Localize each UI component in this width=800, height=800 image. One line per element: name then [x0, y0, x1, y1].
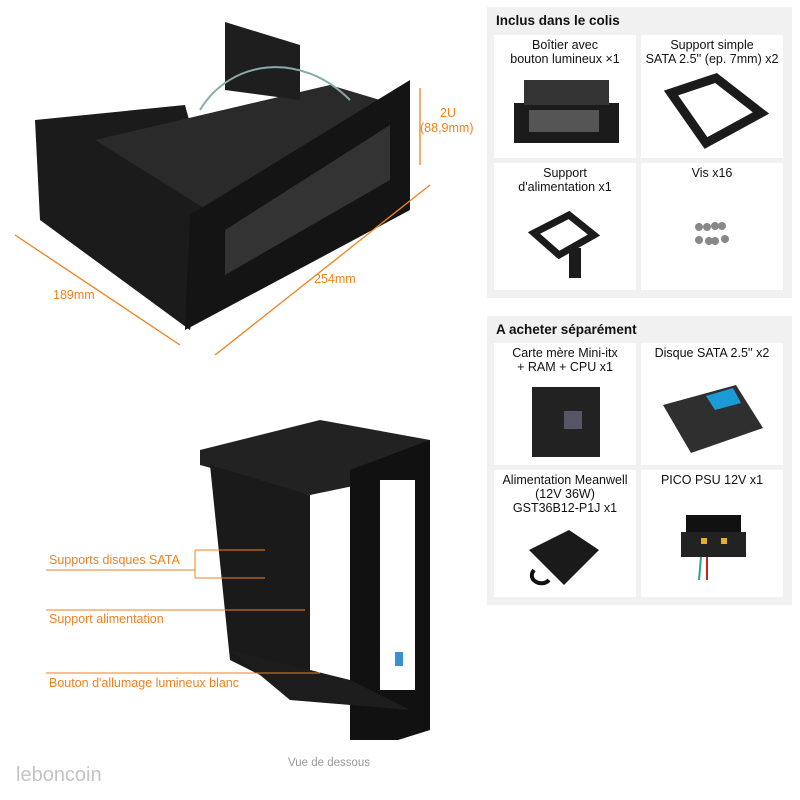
- height-label: 2U: [440, 106, 456, 120]
- screws-image: [695, 222, 729, 245]
- item-psu-support: Support d'alimentation x1: [494, 163, 636, 290]
- item-case: Boîtier avec bouton lumineux ×1: [494, 35, 636, 158]
- item-label: Alimentation Meanwell: [502, 473, 628, 487]
- item-motherboard: Carte mère Mini-itx + RAM + CPU x1: [494, 343, 636, 465]
- item-label: Boîtier avec: [531, 38, 598, 52]
- item-label: Disque SATA 2.5'' x2: [654, 346, 770, 360]
- item-label: SATA 2.5'' (ep. 7mm) x2: [645, 52, 779, 66]
- pico-psu-image: [681, 515, 746, 581]
- ssd-image: [663, 385, 763, 453]
- item-label: PICO PSU 12V x1: [660, 473, 764, 487]
- depth-label: 189mm: [53, 288, 95, 302]
- bottom-caption: Vue de dessous: [288, 757, 371, 769]
- item-label: + RAM + CPU x1: [517, 360, 613, 374]
- item-label: bouton lumineux ×1: [510, 52, 620, 66]
- item-label: (12V 36W): [535, 487, 595, 501]
- included-title: Inclus dans le colis: [496, 13, 620, 28]
- item-label: Carte mère Mini-itx: [512, 346, 618, 360]
- height-mm-label: (88,9mm): [420, 121, 474, 135]
- annotation-sata: Supports disques SATA: [49, 553, 180, 567]
- included-panel: Inclus dans le colis Boîtier avec bouton…: [487, 7, 792, 298]
- case-image: [514, 80, 619, 143]
- item-power-supply: Alimentation Meanwell (12V 36W) GST36B12…: [494, 470, 636, 597]
- motherboard-image: [532, 387, 600, 457]
- bracket-image: [663, 72, 770, 149]
- separate-panel: A acheter séparément Carte mère Mini-itx…: [487, 316, 792, 605]
- separate-title: A acheter séparément: [496, 322, 637, 337]
- case-top-photo: [14, 22, 431, 356]
- psu-support-image: [527, 210, 601, 278]
- item-label: Support simple: [670, 38, 754, 52]
- item-label: Support: [543, 166, 587, 180]
- meanwell-image: [529, 530, 599, 586]
- annotation-lines: [46, 549, 320, 674]
- annotation-button: Bouton d'allumage lumineux blanc: [49, 676, 240, 690]
- width-label: 254mm: [314, 272, 356, 286]
- item-sata-disk: Disque SATA 2.5'' x2: [641, 343, 783, 465]
- item-sata-bracket: Support simple SATA 2.5'' (ep. 7mm) x2: [641, 35, 783, 158]
- case-bottom-photo: [200, 420, 430, 740]
- item-label: GST36B12-P1J x1: [512, 501, 618, 515]
- item-label: d'alimentation x1: [518, 180, 612, 194]
- item-screws: Vis x16: [641, 163, 783, 290]
- watermark: leboncoin: [16, 764, 102, 786]
- item-pico-psu: PICO PSU 12V x1: [641, 470, 783, 597]
- item-label: Vis x16: [691, 166, 733, 180]
- annotation-psu: Support alimentation: [49, 612, 164, 626]
